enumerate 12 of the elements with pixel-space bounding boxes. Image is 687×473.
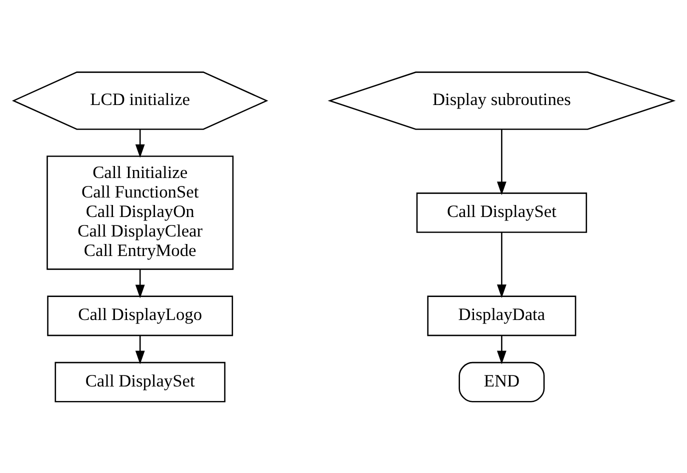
node-box: DisplayData <box>427 295 576 336</box>
node-box: Call DisplaySet <box>54 361 226 402</box>
arrow <box>135 128 145 158</box>
node-box: Call DisplaySet <box>416 192 588 232</box>
arrow <box>496 335 506 364</box>
node-box: Call Initialize Call FunctionSet Call DisplayOn Call DisplayClear Call EntryMode <box>46 155 234 270</box>
arrow <box>496 128 506 195</box>
arrow <box>135 335 145 364</box>
node-box: END <box>458 361 545 402</box>
arrow <box>496 232 506 298</box>
node-box: Call DisplayLogo <box>47 295 234 336</box>
arrow <box>135 268 145 298</box>
